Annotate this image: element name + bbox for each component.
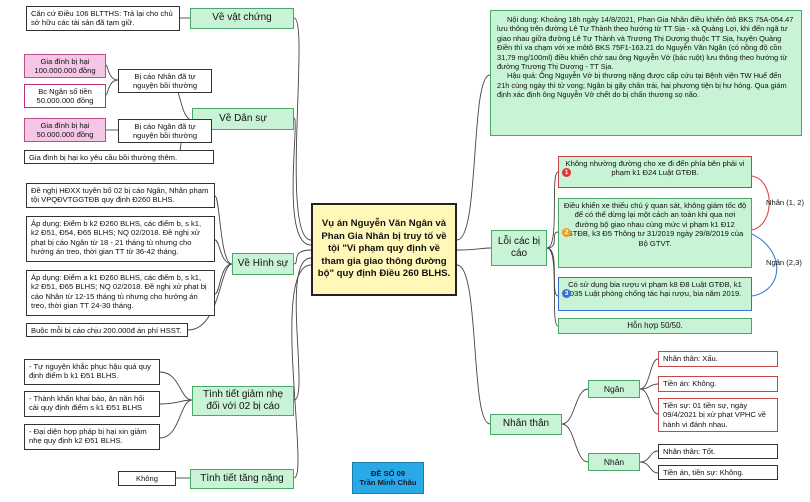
dan-su-note: Gia đình bị hại ko yêu cầu bồi thường th… bbox=[24, 150, 214, 164]
noi-dung-para-1: Nội dung: Khoảng 18h ngày 14/8/2021, Pha… bbox=[497, 15, 794, 71]
ve-vat-chung-text: Căn cứ Điều 106 BLTTHS: Trả lại cho chủ … bbox=[26, 6, 180, 31]
nhan-item-1: Nhân thân: Tốt. bbox=[658, 444, 778, 459]
ngan-item-3: Tiền sự: 01 tiền sự, ngày 09/4/2021 bị x… bbox=[658, 398, 778, 432]
hinh-su-item-1: Đề nghị HĐXX tuyên bố 02 bị cáo Ngân, Nh… bbox=[26, 183, 215, 208]
stamp-line-1: ĐỀ SỐ 09 bbox=[370, 469, 406, 478]
tag-ngan: Ngân (2,3) bbox=[766, 258, 802, 267]
branch-ve-vat-chung: Về vật chứng bbox=[190, 8, 294, 29]
branch-tinh-tiet-giam-nhe: Tình tiết giảm nhẹ đối với 02 bị cáo bbox=[192, 386, 294, 416]
ngan-item-1: Nhân thân: Xấu. bbox=[658, 351, 778, 367]
fault-mixed: Hỗn hợp 50/50. bbox=[558, 318, 752, 334]
giam-nhe-item-2: - Thành khẩn khai báo, ăn năn hối cải qu… bbox=[24, 391, 160, 417]
hinh-su-item-2: Áp dụng: Điểm b k2 Đ260 BLHS, các điểm b… bbox=[26, 216, 215, 262]
tang-nang-value: Không bbox=[118, 471, 176, 486]
center-title: Vụ án Nguyễn Văn Ngân và Phan Gia Nhân b… bbox=[311, 203, 457, 296]
fault-3: Có sử dụng bia rượu vi phạm k8 Đ8 Luật G… bbox=[558, 277, 752, 311]
damage-1: Gia đình bị hại 100.000.000 đồng bbox=[24, 54, 106, 78]
branch-loi-cac-bi-cao: Lỗi các bị cáo bbox=[491, 230, 547, 266]
nhan-than-nhan: Nhân bbox=[588, 453, 640, 471]
fault-2: Điều khiển xe thiếu chú ý quan sát, khôn… bbox=[558, 198, 752, 268]
ngan-item-2: Tiền án: Không. bbox=[658, 376, 778, 392]
giam-nhe-item-3: - Đại diện hợp pháp bị hại xin giảm nhẹ … bbox=[24, 424, 160, 450]
number-2-icon: 2 bbox=[562, 228, 571, 237]
noi-dung-box: Nội dung: Khoảng 18h ngày 14/8/2021, Pha… bbox=[490, 10, 802, 136]
tag-nhan: Nhân (1, 2) bbox=[766, 198, 804, 207]
fault-1: Không nhường đường cho xe đi đến phía bê… bbox=[558, 156, 752, 188]
nhan-than-ngan: Ngân bbox=[588, 380, 640, 398]
giam-nhe-item-1: - Tự nguyện khắc phục hậu quả quy định đ… bbox=[24, 359, 160, 385]
author-stamp: ĐỀ SỐ 09 Trần Minh Châu bbox=[352, 462, 424, 494]
defendant-2-compensation: Bị cáo Ngân đã tự nguyện bồi thường bbox=[118, 119, 212, 143]
nhan-item-2: Tiền án, tiền sự: Không. bbox=[658, 465, 778, 480]
hinh-su-item-4: Buộc mỗi bị cáo chịu 200.000đ án phí HSS… bbox=[26, 323, 188, 337]
noi-dung-para-2: Hậu quả: Ông Nguyễn Vở bị thương nặng đư… bbox=[497, 71, 787, 100]
branch-tinh-tiet-tang-nang: Tình tiết tăng nặng bbox=[190, 469, 294, 489]
defendant-1-compensation: Bị cáo Nhân đã tự nguyện bồi thường bbox=[118, 69, 212, 93]
branch-nhan-than: Nhân thân bbox=[490, 414, 562, 435]
damage-3: Gia đình bị hại 50.000.000 đồng bbox=[24, 118, 106, 142]
hinh-su-item-3: Áp dụng: Điểm a k1 Đ260 BLHS, các điểm b… bbox=[26, 270, 215, 316]
number-3-icon: 3 bbox=[562, 289, 571, 298]
branch-ve-hinh-su: Về Hình sự bbox=[232, 253, 294, 275]
number-1-icon: 1 bbox=[562, 168, 571, 177]
damage-2: Bc Ngân số tiền 50.000.000 đồng bbox=[24, 84, 106, 108]
stamp-line-2: Trần Minh Châu bbox=[359, 478, 417, 487]
